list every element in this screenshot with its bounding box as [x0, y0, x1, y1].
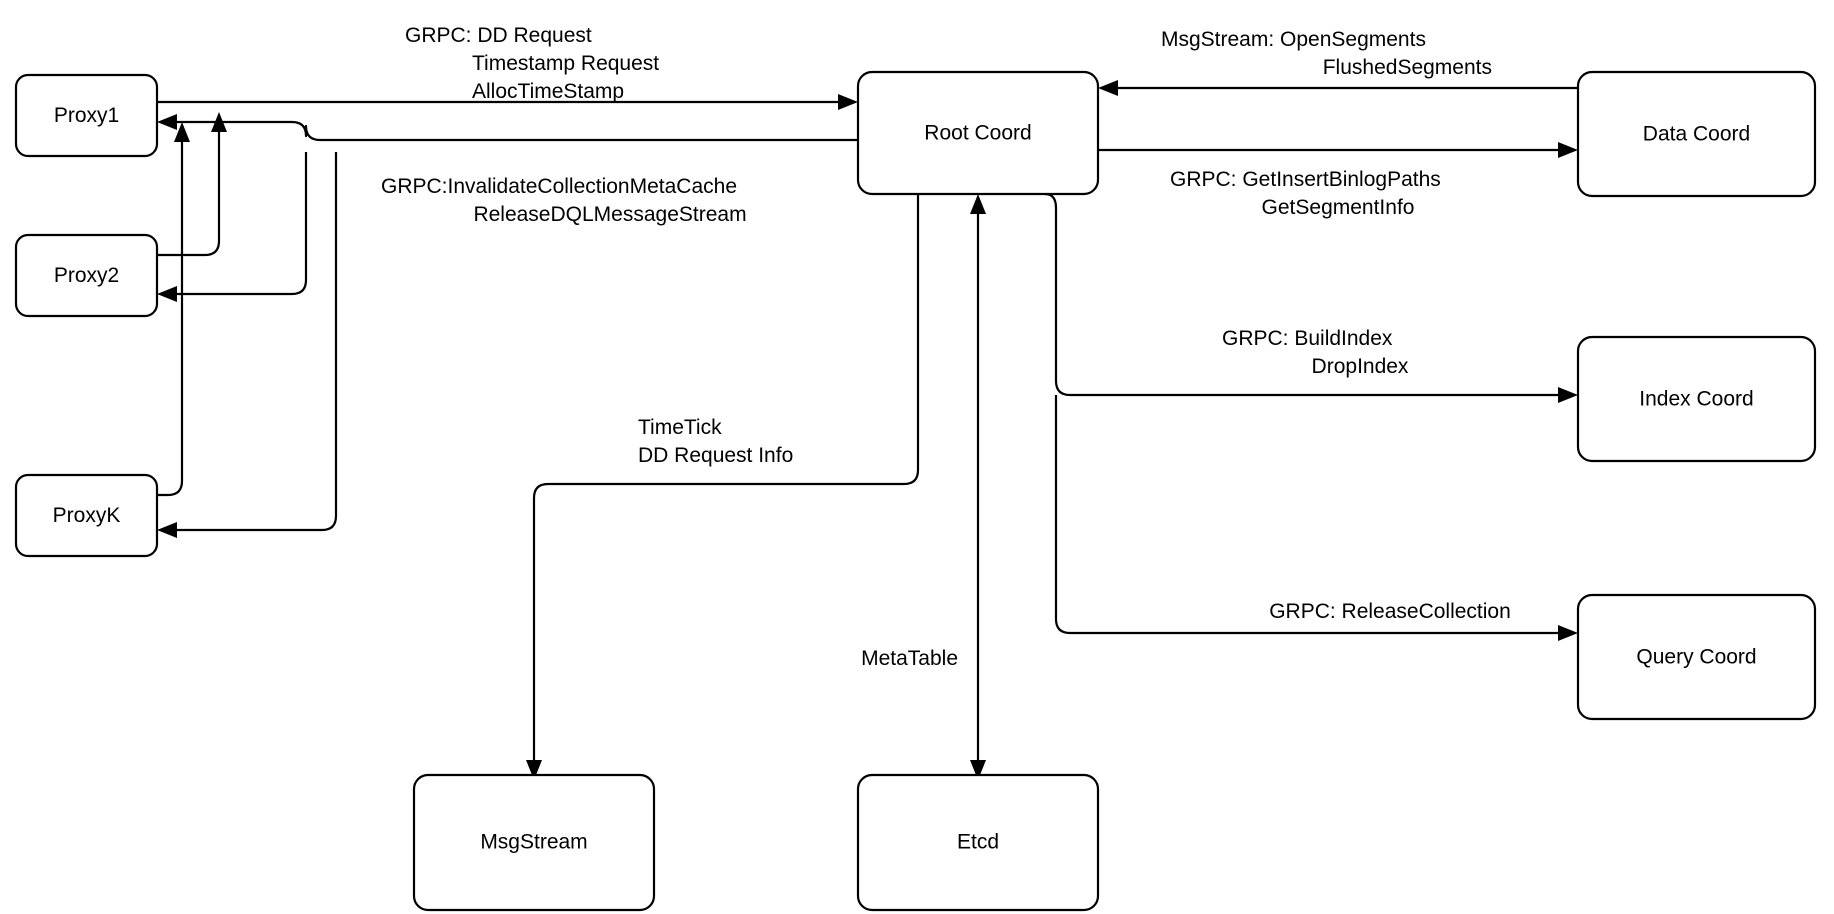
edge-label-root-to-querycoord: GRPC: ReleaseCollection [1269, 600, 1511, 623]
node-querycoord-label: Query Coord [1636, 646, 1756, 669]
arrow-head-icon [1558, 625, 1578, 641]
edge-rootcoord-to-proxyk [157, 152, 338, 538]
node-proxy2[interactable]: Proxy2 [14, 233, 159, 318]
node-proxyk-shape[interactable] [14, 473, 159, 558]
edge-rootcoord-to-msgstream [526, 194, 920, 780]
edge-rootcoord-to-indexcoord [1044, 192, 1578, 403]
edge-label-root-to-etcd-line-1: MetaTable [861, 647, 958, 670]
edge-proxyk-to-rootcoord [157, 122, 190, 497]
edge-label-datacoord-to-root-line-2: FlushedSegments [1323, 56, 1492, 79]
node-rootcoord[interactable]: Root Coord [856, 70, 1100, 196]
edge-label-root-to-datacoord-line-2: GetSegmentInfo [1262, 196, 1415, 219]
edge-label-root-to-msgstream: TimeTick DD Request Info [638, 416, 793, 467]
node-datacoord[interactable]: Data Coord [1576, 70, 1817, 198]
arrow-head-icon [838, 94, 858, 110]
arrow-head-icon [1558, 142, 1578, 158]
node-proxyk-label: ProxyK [53, 504, 121, 527]
edge-rootcoord-to-proxy1 [157, 114, 858, 142]
node-proxy1-label: Proxy1 [54, 104, 119, 127]
node-indexcoord-label: Index Coord [1639, 388, 1753, 411]
node-rootcoord-label: Root Coord [924, 122, 1031, 145]
edge-label-root-to-indexcoord: GRPC: BuildIndex DropIndex [1222, 327, 1409, 378]
node-msgstream-label: MsgStream [480, 831, 587, 854]
node-indexcoord[interactable]: Index Coord [1576, 335, 1817, 463]
edge-label-root-to-etcd: MetaTable [861, 647, 958, 670]
node-etcd[interactable]: Etcd [856, 773, 1100, 912]
edge-label-proxy-to-root: GRPC: DD Request Timestamp Request Alloc… [405, 24, 659, 103]
edge-label-datacoord-to-root: MsgStream: OpenSegments FlushedSegments [1161, 28, 1492, 79]
edge-label-layer: GRPC: DD Request Timestamp Request Alloc… [381, 24, 1511, 670]
node-proxy1[interactable]: Proxy1 [14, 73, 159, 158]
edge-rootcoord-to-proxy2 [157, 152, 308, 302]
edge-label-datacoord-to-root-line-1: MsgStream: OpenSegments [1161, 28, 1426, 51]
arrow-head-icon [157, 522, 177, 538]
edge-rootcoord-to-etcd [970, 194, 986, 780]
edge-label-proxy-to-root-line-3: AllocTimeStamp [472, 80, 624, 103]
node-querycoord[interactable]: Query Coord [1576, 593, 1817, 721]
edge-rootcoord-to-datacoord [1098, 142, 1578, 158]
arrow-head-icon [157, 286, 177, 302]
node-proxyk[interactable]: ProxyK [14, 473, 159, 558]
node-datacoord-label: Data Coord [1643, 123, 1750, 146]
edge-rootcoord-to-querycoord [1054, 395, 1578, 641]
edge-label-proxy-to-root-line-2: Timestamp Request [472, 52, 659, 75]
node-msgstream-shape[interactable] [412, 773, 656, 912]
node-proxy1-shape[interactable] [14, 73, 159, 158]
arrow-head-icon [970, 194, 986, 214]
arrow-head-icon [174, 122, 190, 142]
node-datacoord-shape[interactable] [1576, 70, 1817, 198]
edge-label-root-to-querycoord-line-1: GRPC: ReleaseCollection [1269, 600, 1511, 623]
edge-label-root-to-proxy-line-1: GRPC:InvalidateCollectionMetaCache [381, 175, 737, 198]
edge-proxy1-to-rootcoord [157, 94, 858, 110]
edge-proxy2-to-rootcoord [157, 112, 227, 257]
edge-label-root-to-indexcoord-line-2: DropIndex [1312, 355, 1409, 378]
arrow-head-icon [970, 760, 986, 780]
node-proxy2-shape[interactable] [14, 233, 159, 318]
edge-datacoord-to-rootcoord [1098, 80, 1578, 96]
edge-label-root-to-proxy: GRPC:InvalidateCollectionMetaCache Relea… [381, 175, 747, 226]
node-rootcoord-shape[interactable] [856, 70, 1100, 196]
node-indexcoord-shape[interactable] [1576, 335, 1817, 463]
edge-label-root-to-msgstream-line-2: DD Request Info [638, 444, 793, 467]
edge-label-root-to-indexcoord-line-1: GRPC: BuildIndex [1222, 327, 1393, 350]
arrow-head-icon [1558, 387, 1578, 403]
arrow-head-icon [1098, 80, 1118, 96]
node-etcd-label: Etcd [957, 831, 999, 854]
edge-label-root-to-msgstream-line-1: TimeTick [638, 416, 722, 439]
arrow-head-icon [157, 114, 177, 130]
arrow-head-icon [526, 760, 542, 780]
node-layer: Proxy1 Proxy2 ProxyK Root Coord Data Coo… [14, 70, 1817, 912]
edge-label-root-to-proxy-line-2: ReleaseDQLMessageStream [473, 203, 746, 226]
node-proxy2-label: Proxy2 [54, 264, 119, 287]
edge-label-root-to-datacoord-line-1: GRPC: GetInsertBinlogPaths [1170, 168, 1441, 191]
edge-label-root-to-datacoord: GRPC: GetInsertBinlogPaths GetSegmentInf… [1170, 168, 1441, 219]
edge-label-proxy-to-root-line-1: GRPC: DD Request [405, 24, 592, 47]
node-querycoord-shape[interactable] [1576, 593, 1817, 721]
edge-layer [157, 80, 1578, 780]
node-etcd-shape[interactable] [856, 773, 1100, 912]
node-msgstream[interactable]: MsgStream [412, 773, 656, 912]
